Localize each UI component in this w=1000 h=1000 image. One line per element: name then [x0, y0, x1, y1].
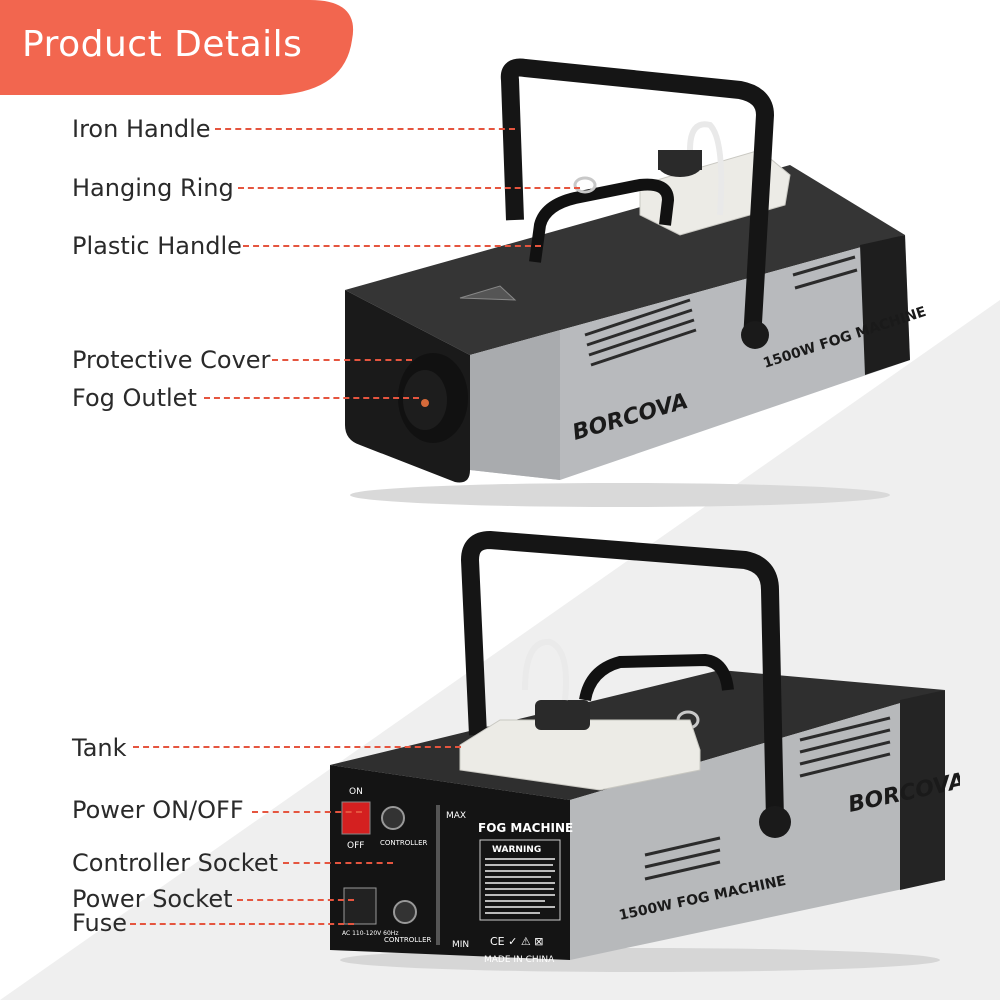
callout-power-socket: Power Socket	[72, 885, 233, 913]
leader-tank	[133, 746, 461, 748]
callout-fuse: Fuse	[72, 909, 127, 937]
callout-hanging-ring: Hanging Ring	[72, 174, 234, 202]
controller-label-top: CONTROLLER	[380, 839, 428, 847]
callout-fog-outlet: Fog Outlet	[72, 384, 197, 412]
warning-title: WARNING	[492, 845, 541, 855]
leader-protective-cover	[272, 359, 412, 361]
page-title: Product Details	[22, 24, 303, 65]
level-max-label: MAX	[446, 811, 466, 821]
leader-iron-handle	[215, 128, 515, 130]
callout-protective-cover: Protective Cover	[72, 346, 271, 374]
callout-power-on-off: Power ON/OFF	[72, 796, 244, 824]
fog-machine-rear-view: ON OFF CONTROLLER CONTROLLER AC 110-120V…	[330, 531, 960, 972]
panel-title: FOG MACHINE	[478, 821, 573, 835]
callout-iron-handle: Iron Handle	[72, 115, 211, 143]
leader-power-socket	[237, 899, 354, 901]
certification-marks: CE ✓ ⚠ ⊠	[490, 935, 543, 948]
switch-off-label: OFF	[347, 841, 364, 851]
callout-tank: Tank	[72, 734, 127, 762]
leader-controller-socket	[283, 862, 393, 864]
header-badge	[0, 0, 354, 95]
leader-plastic-handle	[243, 245, 541, 247]
switch-on-label: ON	[349, 787, 363, 797]
power-rating-label: AC 110-120V 60Hz	[342, 930, 398, 937]
callout-plastic-handle: Plastic Handle	[72, 232, 242, 260]
fog-machine-top-view: BORCOVA 1500W FOG MACHINE	[345, 58, 928, 507]
callout-controller-socket: Controller Socket	[72, 849, 279, 877]
level-min-label: MIN	[452, 940, 469, 950]
made-in-label: MADE IN CHINA	[484, 955, 555, 965]
leader-fuse	[130, 923, 354, 925]
leader-power-on-off	[252, 811, 362, 813]
controller-label-bottom: CONTROLLER	[384, 936, 432, 944]
leader-hanging-ring	[238, 187, 580, 189]
leader-fog-outlet	[204, 397, 419, 399]
